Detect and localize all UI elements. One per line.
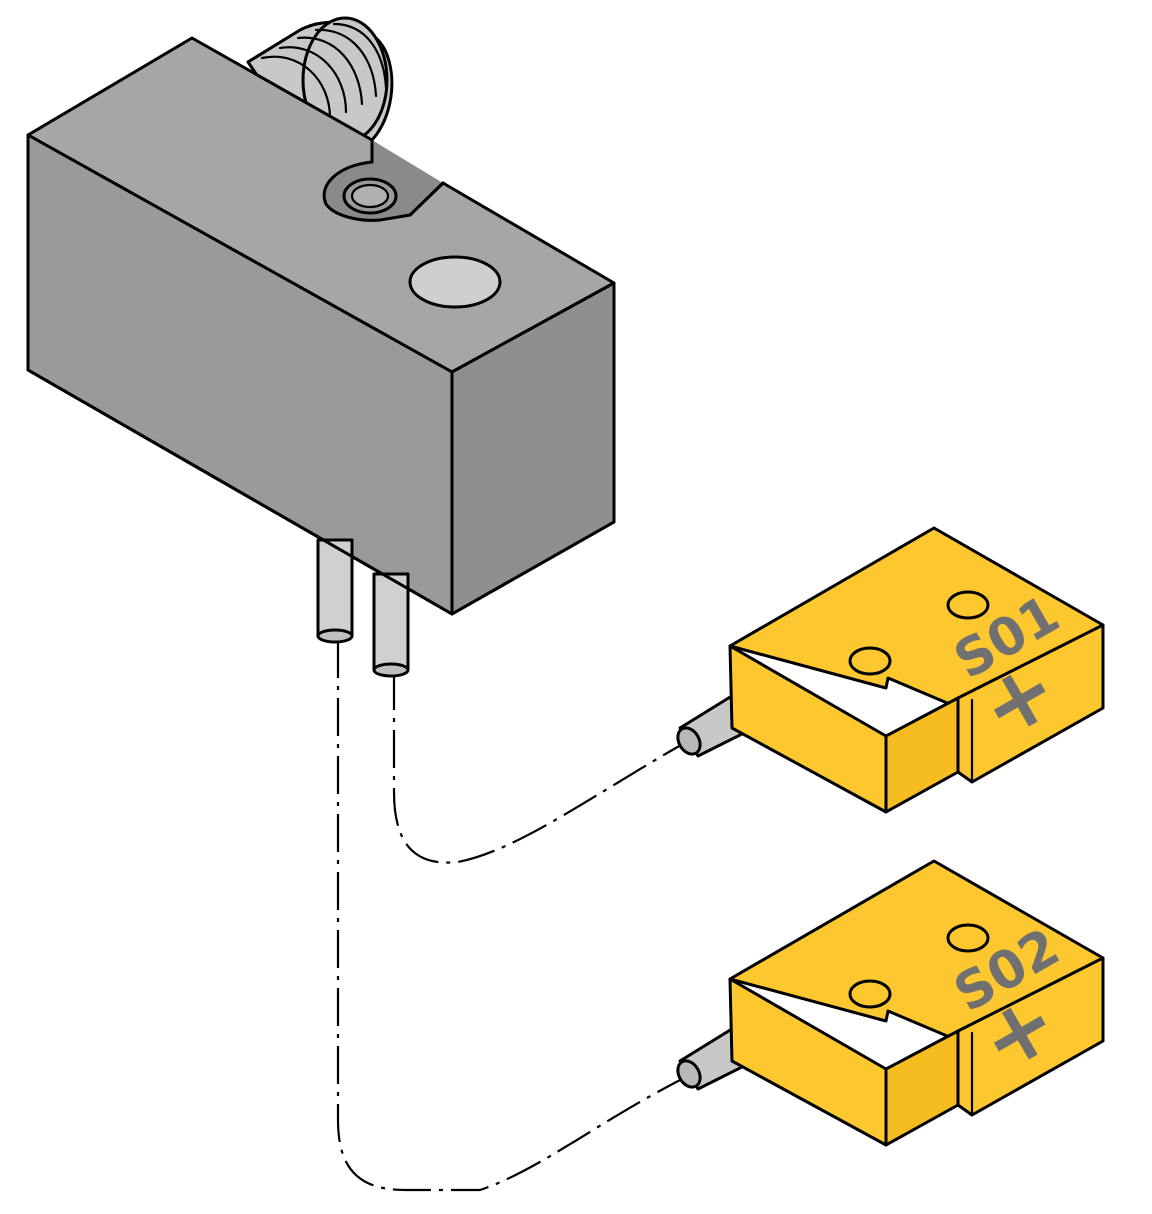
connector-s01 [676, 526, 1105, 814]
cable-route-s02 [336, 640, 691, 1192]
cable-route-s01 [392, 672, 691, 864]
sensor-cable-stub-1 [316, 538, 354, 644]
connector-s02 [676, 859, 1105, 1147]
sensor-cable-stub-2 [372, 572, 410, 678]
sensor-housing [26, 36, 616, 616]
sensing-face-circle [408, 255, 502, 309]
